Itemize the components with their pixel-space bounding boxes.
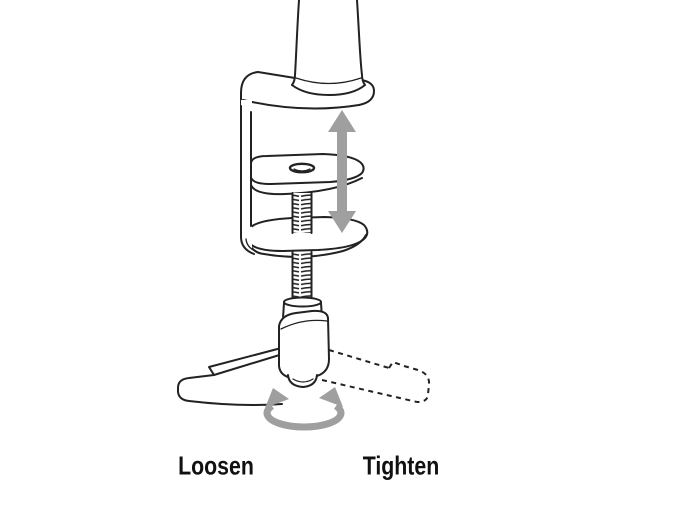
threaded-screw-lower [291, 251, 313, 300]
rotate-arrow-icon [263, 387, 345, 431]
lever-handle-solid [177, 346, 287, 406]
up-down-arrow-icon [328, 110, 356, 233]
loosen-label: Loosen [178, 450, 254, 481]
lever-hub [278, 309, 330, 380]
threaded-screw-upper [291, 192, 313, 234]
slot-hole [288, 162, 316, 174]
clamp-pad-plate [250, 153, 365, 196]
tighten-label: Tighten [362, 450, 440, 481]
lever-handle-dashed [321, 349, 431, 403]
mounting-pole [291, 0, 366, 96]
screw-end-nub [287, 374, 318, 388]
